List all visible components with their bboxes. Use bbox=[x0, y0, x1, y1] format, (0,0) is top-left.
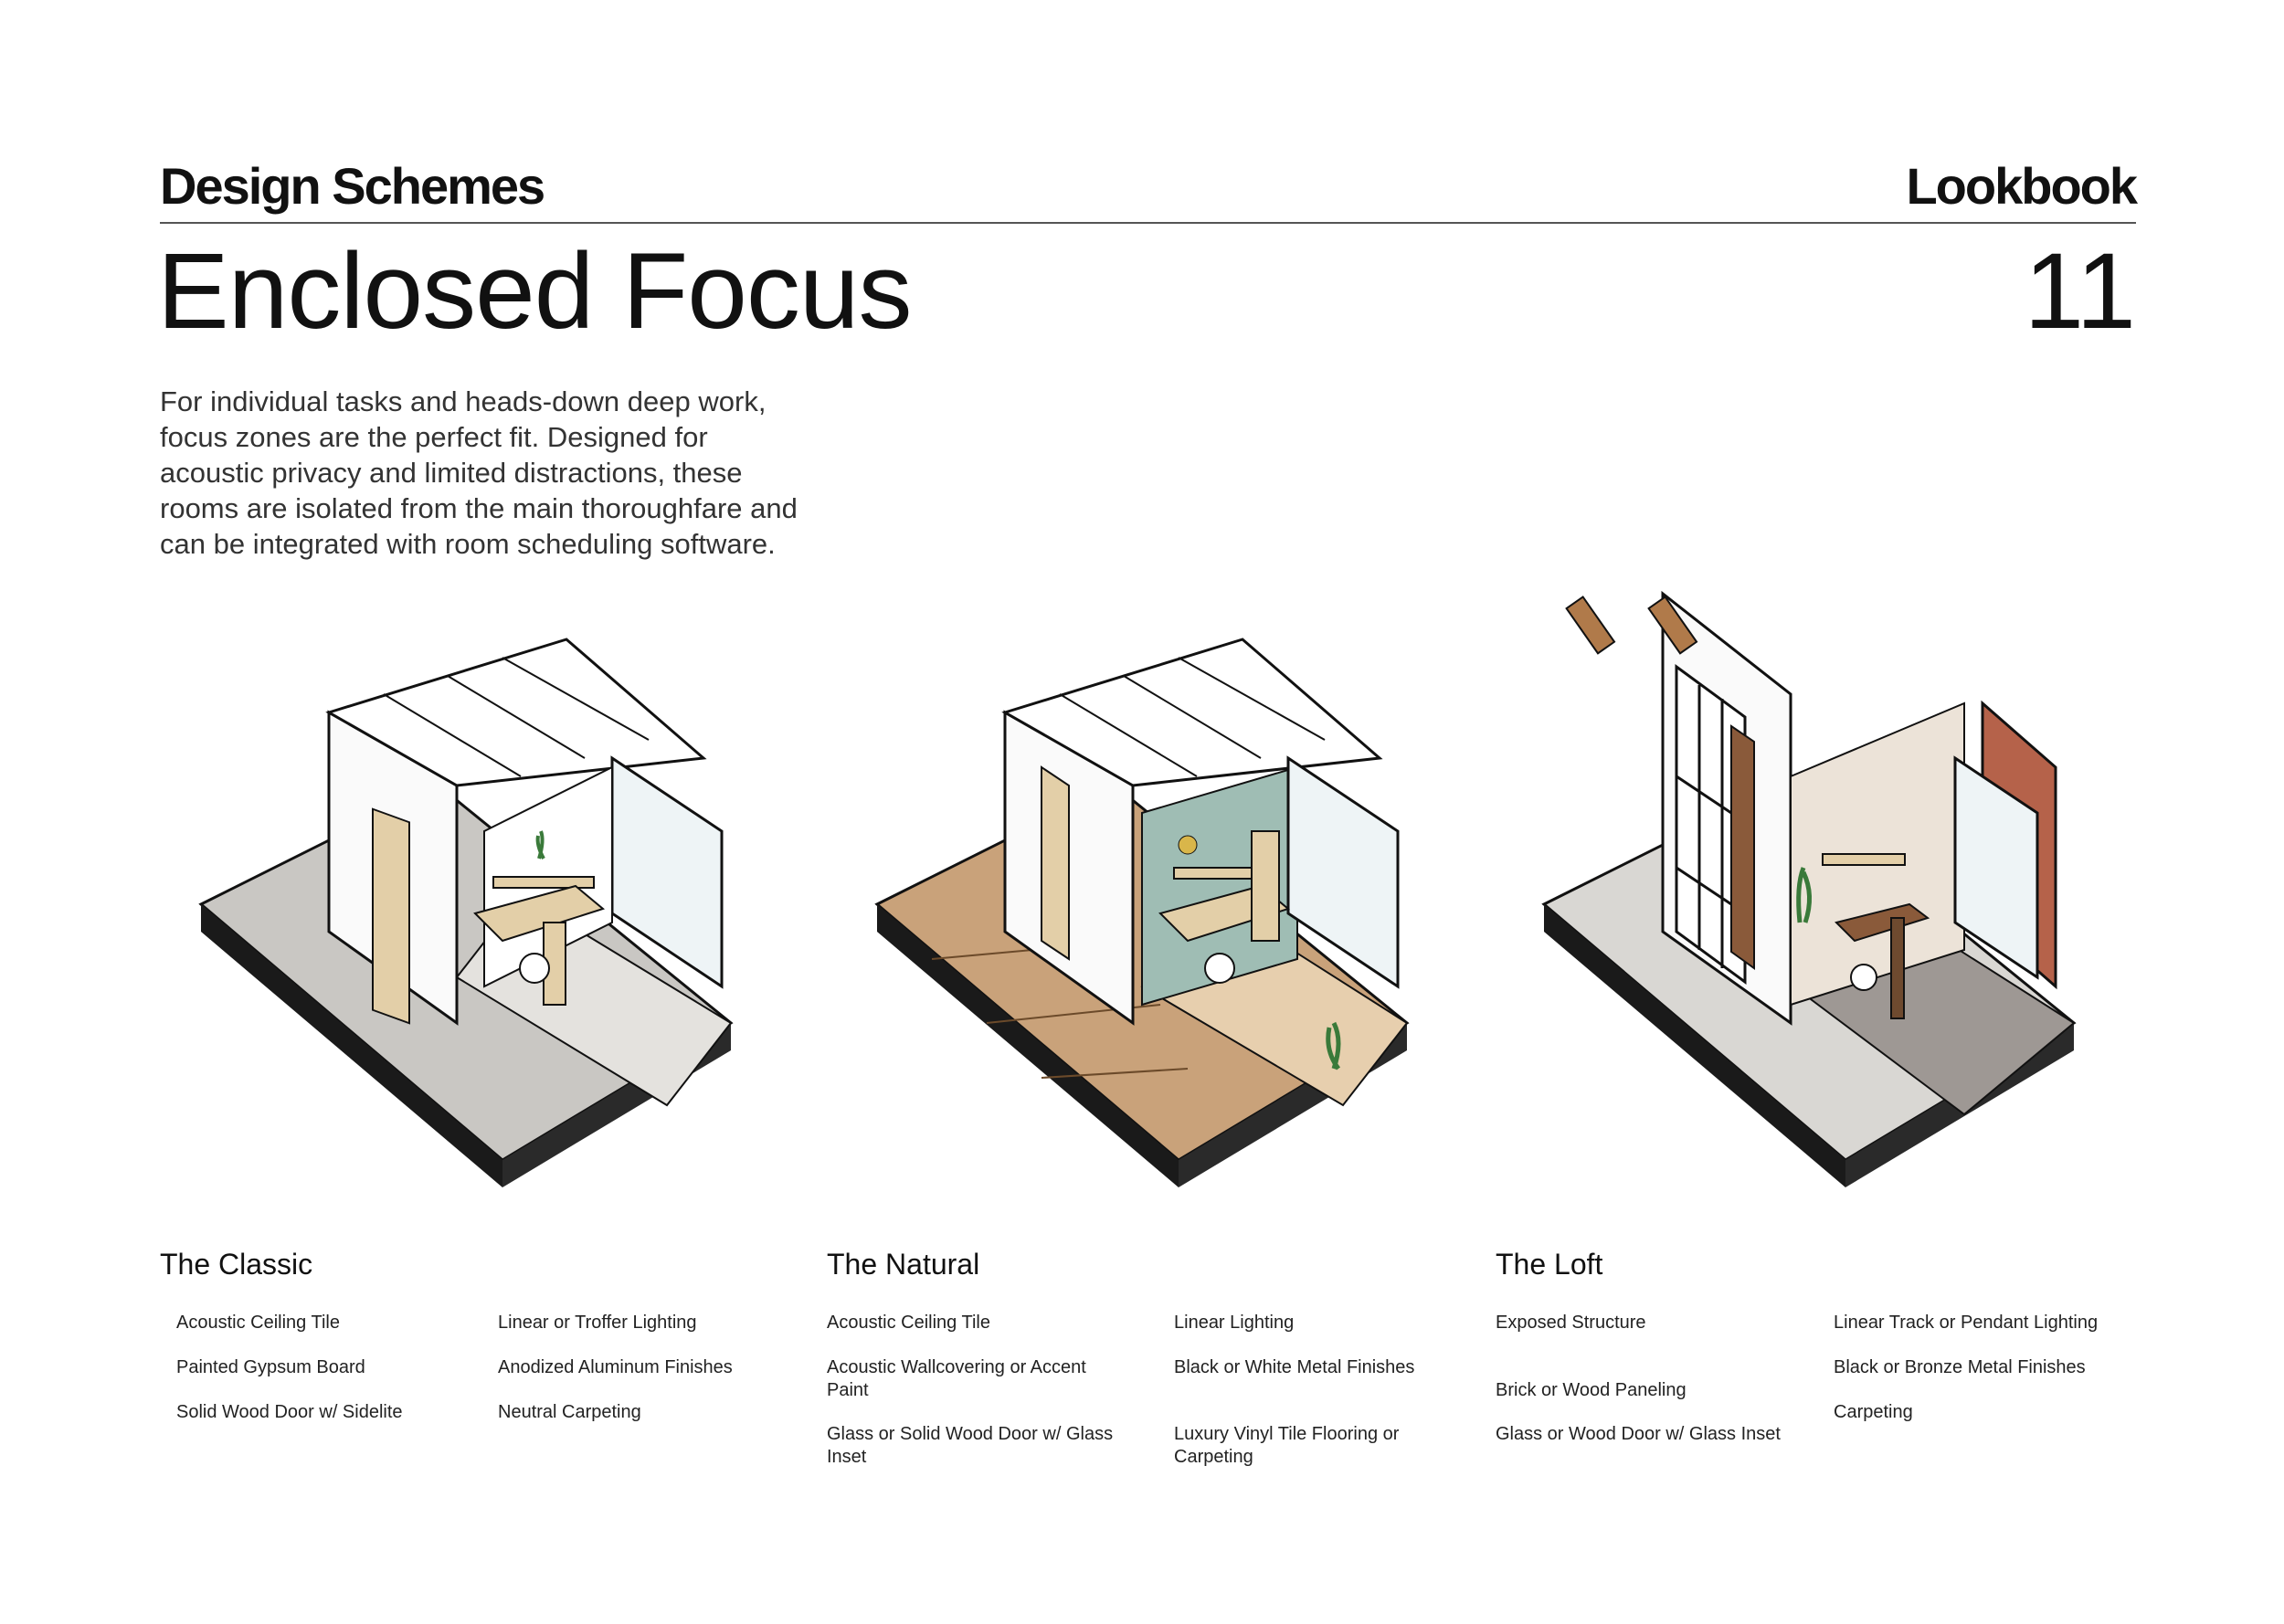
header-divider bbox=[160, 222, 2136, 224]
classic-room-illustration bbox=[183, 594, 822, 1224]
spec-item: Acoustic Wallcovering or Accent Paint bbox=[827, 1357, 1086, 1400]
loft-room-illustration bbox=[1526, 590, 2165, 1224]
spec-item: Painted Gypsum Board bbox=[176, 1357, 365, 1377]
spec-item: Linear or Troffer Lighting bbox=[498, 1313, 697, 1333]
book-label: Lookbook bbox=[1906, 157, 2138, 215]
spec-item: Linear Track or Pendant Lighting bbox=[1834, 1313, 2099, 1333]
spec-item: Acoustic Ceiling Tile bbox=[827, 1313, 990, 1333]
spec-item: Black or Bronze Metal Finishes bbox=[1834, 1357, 2086, 1377]
spec-item: Neutral Carpeting bbox=[498, 1402, 641, 1422]
spec-item: Carpeting bbox=[1834, 1402, 1913, 1422]
natural-room-illustration bbox=[859, 594, 1498, 1224]
page-number: 11 bbox=[2024, 231, 2137, 352]
spec-item: Luxury Vinyl Tile Flooring or Carpeting bbox=[1174, 1424, 1400, 1467]
scheme-title-natural: The Natural bbox=[827, 1248, 980, 1281]
spec-item: Solid Wood Door w/ Sidelite bbox=[176, 1402, 403, 1422]
spec-item: Brick or Wood Paneling bbox=[1496, 1380, 1687, 1400]
spec-item: Exposed Structure bbox=[1496, 1313, 1646, 1333]
section-label: Design Schemes bbox=[160, 157, 545, 215]
page-title: Enclosed Focus bbox=[157, 231, 913, 352]
spec-item: Black or White Metal Finishes bbox=[1174, 1357, 1415, 1377]
scheme-title-loft: The Loft bbox=[1496, 1248, 1603, 1281]
spec-item: Anodized Aluminum Finishes bbox=[498, 1357, 733, 1377]
scheme-title-classic: The Classic bbox=[160, 1248, 313, 1281]
spec-item: Glass or Solid Wood Door w/ Glass Inset bbox=[827, 1424, 1114, 1467]
spec-item: Linear Lighting bbox=[1174, 1313, 1295, 1333]
intro-paragraph: For individual tasks and heads-down deep… bbox=[160, 385, 798, 560]
spec-item: Glass or Wood Door w/ Glass Inset bbox=[1496, 1424, 1781, 1444]
spec-item: Acoustic Ceiling Tile bbox=[176, 1313, 340, 1333]
